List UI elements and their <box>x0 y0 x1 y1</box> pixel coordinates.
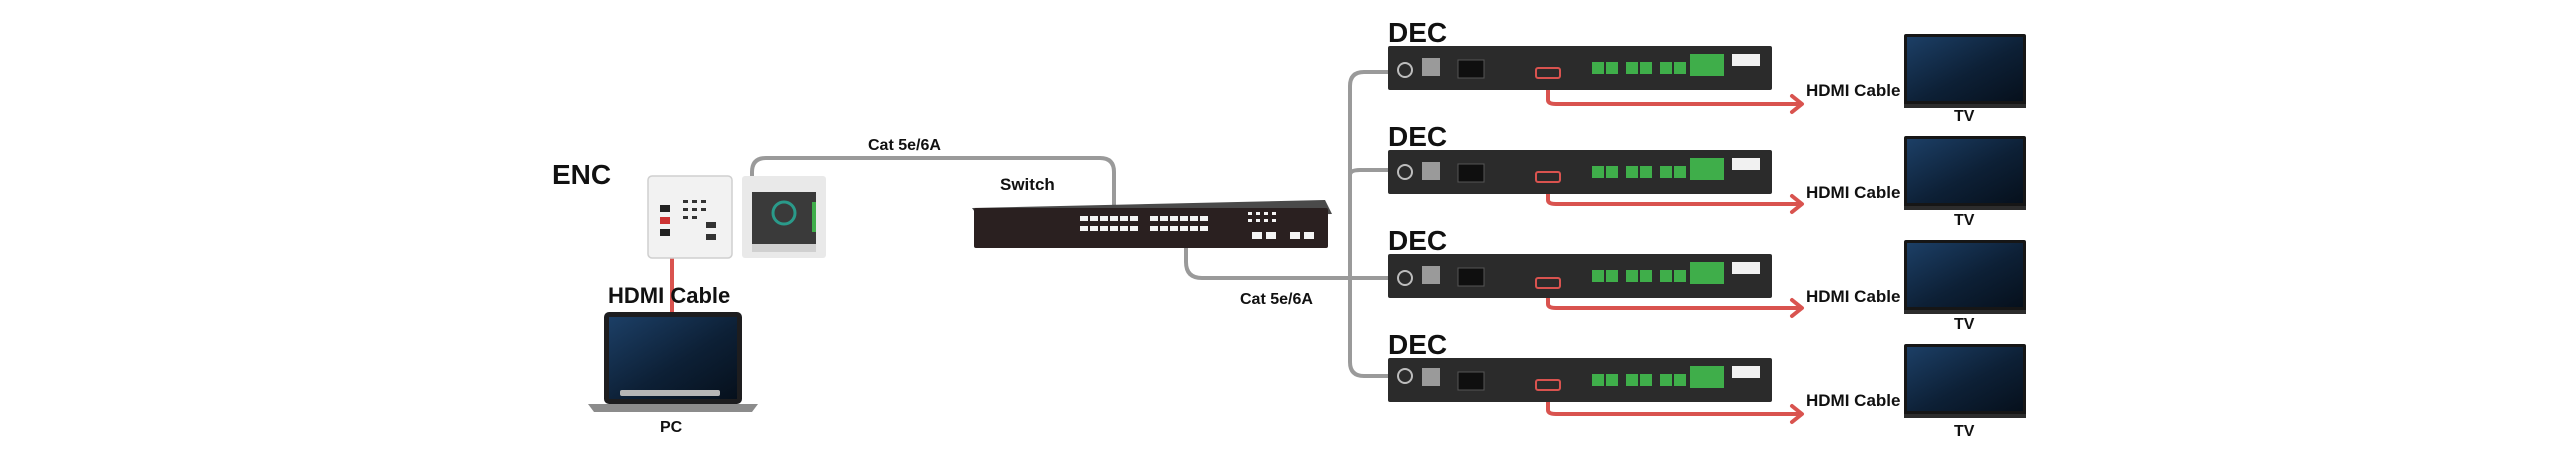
hdmi-cable-tv-1 <box>1546 86 1802 106</box>
switch-label: Switch <box>1000 175 1055 194</box>
decoder-row: DEC HDMI Cable TV <box>1388 225 2026 333</box>
pc-label: PC <box>660 419 683 436</box>
hdmi-arrow-tv-4 <box>1790 404 1804 424</box>
dec-label: DEC <box>1388 225 1447 256</box>
hdmi-cable-label: HDMI Cable <box>1806 391 1900 410</box>
hdmi-arrow-tv-1 <box>1790 94 1804 114</box>
tv-icon <box>1904 34 2026 108</box>
cat-cable-dec-1 <box>1348 70 1400 280</box>
decoder-row: DEC HDMI Cable TV <box>1388 17 2026 125</box>
decoder-row: DEC HDMI Cable TV <box>1388 329 2026 440</box>
network-switch-icon <box>972 200 1332 248</box>
hdmi-cable-tv-2 <box>1546 184 1802 206</box>
cat-cable-dec-2 <box>1348 168 1400 177</box>
cat-bottom-label: Cat 5e/6A <box>1240 291 1313 308</box>
tv-icon <box>1904 136 2026 210</box>
decoder-box-icon <box>1388 150 1772 194</box>
tv-label: TV <box>1954 108 1975 125</box>
hdmi-cable-label: HDMI Cable <box>1806 81 1900 100</box>
wallplate-encoder-icon <box>647 175 733 259</box>
decoder-row: DEC HDMI Cable TV <box>1388 121 2026 229</box>
tv-label: TV <box>1954 212 1975 229</box>
enc-label: ENC <box>552 159 611 190</box>
hdmi-arrow-tv-3 <box>1790 298 1804 318</box>
hdmi-cable-label: HDMI Cable <box>1806 183 1900 202</box>
tv-icon <box>1904 344 2026 418</box>
hdmi-cable-label: HDMI Cable <box>1806 287 1900 306</box>
hdmi-cable-pc-label: HDMI Cable <box>608 283 730 308</box>
hdmi-cable-tv-4 <box>1546 392 1802 416</box>
decoder-box-icon <box>1388 46 1772 90</box>
decoder-box-icon <box>1388 358 1772 402</box>
dec-label: DEC <box>1388 329 1447 360</box>
dec-label: DEC <box>1388 121 1447 152</box>
tv-label: TV <box>1954 423 1975 440</box>
cat-cable-enc-switch <box>750 156 1116 217</box>
cat-cable-dec-4 <box>1348 276 1400 378</box>
laptop-icon <box>588 312 758 412</box>
cat-top-label: Cat 5e/6A <box>868 137 941 154</box>
tv-label: TV <box>1954 316 1975 333</box>
hdmi-cables <box>662 86 1804 424</box>
encoder-back-box-icon <box>742 176 826 258</box>
tv-icon <box>1904 240 2026 314</box>
decoder-box-icon <box>1388 254 1772 298</box>
cat-cable-switch-out <box>1184 228 1352 280</box>
hdmi-cable-tv-3 <box>1546 290 1802 310</box>
dec-label: DEC <box>1388 17 1447 48</box>
hdmi-arrow-tv-2 <box>1790 194 1804 214</box>
cat-cables <box>750 70 1400 378</box>
